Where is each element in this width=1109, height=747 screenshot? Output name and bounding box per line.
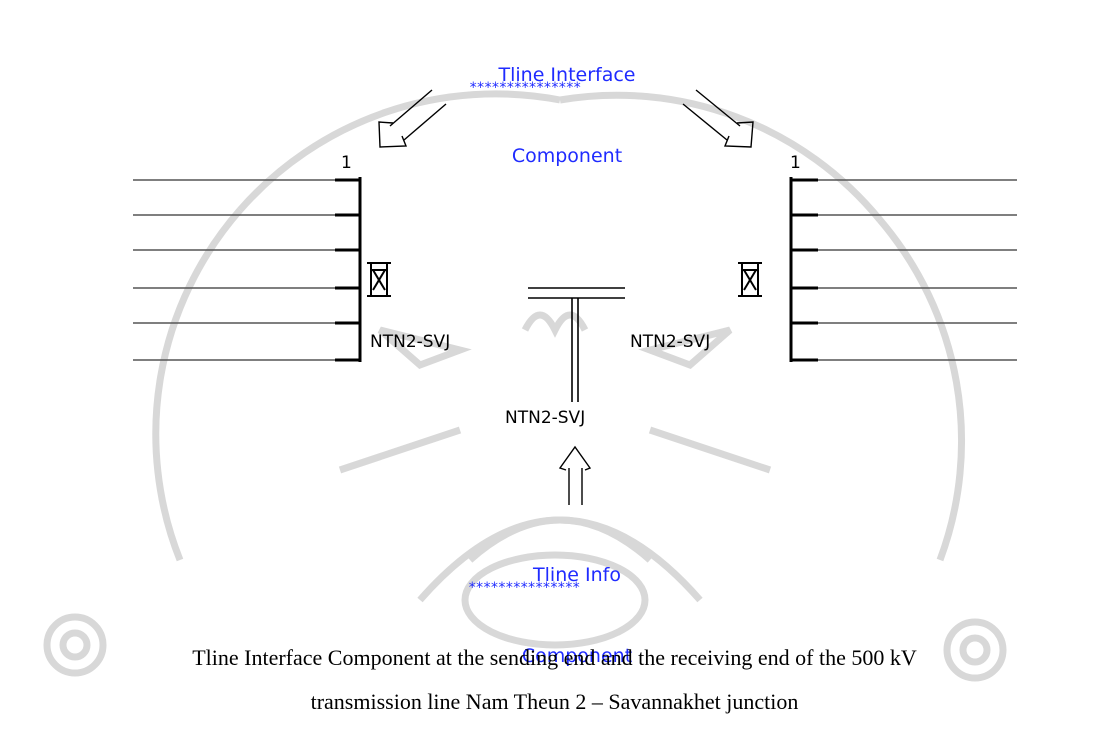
figure-caption: Tline Interface Component at the sending… <box>0 636 1109 724</box>
watermark-seal <box>43 90 1007 682</box>
caption-line2: transmission line Nam Theun 2 – Savannak… <box>310 689 799 714</box>
right-component-name: NTN2-SVJ <box>630 332 711 352</box>
arrow-to-info-component <box>558 445 592 505</box>
left-tower-icon <box>367 262 391 297</box>
interface-title-line2: Component <box>511 145 623 167</box>
interface-title-line1: Tline Interface <box>498 64 636 86</box>
left-interface-bus <box>335 177 362 362</box>
info-title-line2: Component <box>521 645 633 667</box>
left-pin-number: 1 <box>341 153 352 173</box>
caption-line1: Tline Interface Component at the sending… <box>192 645 917 670</box>
interface-title-underline: *************** <box>469 80 581 96</box>
info-component-title: Tline Info Component <box>470 508 684 697</box>
info-title-underline: *************** <box>468 580 580 596</box>
left-component-name: NTN2-SVJ <box>370 332 451 352</box>
right-interface-bus <box>789 177 818 362</box>
info-title-line1: Tline Info <box>533 564 621 586</box>
arrow-to-right-interface <box>682 89 754 148</box>
interface-component-title: Tline Interface Component <box>460 8 674 197</box>
info-component-name: NTN2-SVJ <box>505 408 586 428</box>
right-tower-icon <box>738 262 762 297</box>
arrow-to-left-interface <box>378 89 447 148</box>
right-pin-number: 1 <box>790 153 801 173</box>
right-interface-wires <box>797 179 1017 361</box>
left-interface-wires <box>133 179 355 361</box>
tline-info-symbol <box>528 287 625 402</box>
